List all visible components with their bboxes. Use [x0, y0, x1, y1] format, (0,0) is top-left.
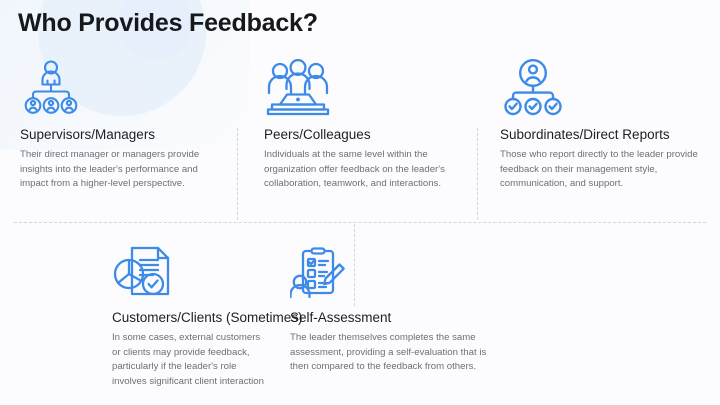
divider-vertical-2 [477, 128, 478, 220]
card-title: Self-Assessment [290, 310, 392, 325]
cards-row-top: Supervisors/Managers Their direct manage… [0, 55, 720, 192]
divider-horizontal [14, 222, 706, 223]
card-title: Supervisors/Managers [20, 127, 156, 142]
card-description: In some cases, external customers or cli… [112, 332, 264, 387]
report-chart-icon [112, 238, 268, 300]
card-description: Individuals at the same level within the… [264, 149, 445, 190]
card-self-assessment: Self-Assessment The leader themselves co… [282, 238, 612, 389]
cards-row-bottom: Customers/Clients (Sometimes) In some ca… [0, 238, 720, 389]
card-title: Subordinates/Direct Reports [500, 127, 670, 142]
card-peers-colleagues: Peers/Colleagues Individuals at the same… [240, 55, 480, 192]
card-description: Their direct manager or managers provide… [20, 149, 200, 190]
org-chart-icon [20, 55, 226, 117]
hierarchy-check-icon [500, 55, 706, 117]
card-title: Customers/Clients (Sometimes) [112, 310, 303, 325]
page-title: Who Provides Feedback? [18, 9, 318, 37]
card-subordinates-direct-reports: Subordinates/Direct Reports Those who re… [480, 55, 720, 192]
card-description: The leader themselves completes the same… [290, 332, 487, 373]
card-customers-clients: Customers/Clients (Sometimes) In some ca… [0, 238, 303, 389]
card-description: Those who report directly to the leader … [500, 149, 698, 190]
divider-vertical-3 [354, 224, 355, 306]
clipboard-pencil-person-icon [290, 238, 598, 300]
divider-vertical-1 [237, 128, 238, 220]
card-supervisors-managers: Supervisors/Managers Their direct manage… [0, 55, 240, 192]
card-title: Peers/Colleagues [264, 127, 371, 142]
team-meeting-icon [264, 55, 466, 117]
